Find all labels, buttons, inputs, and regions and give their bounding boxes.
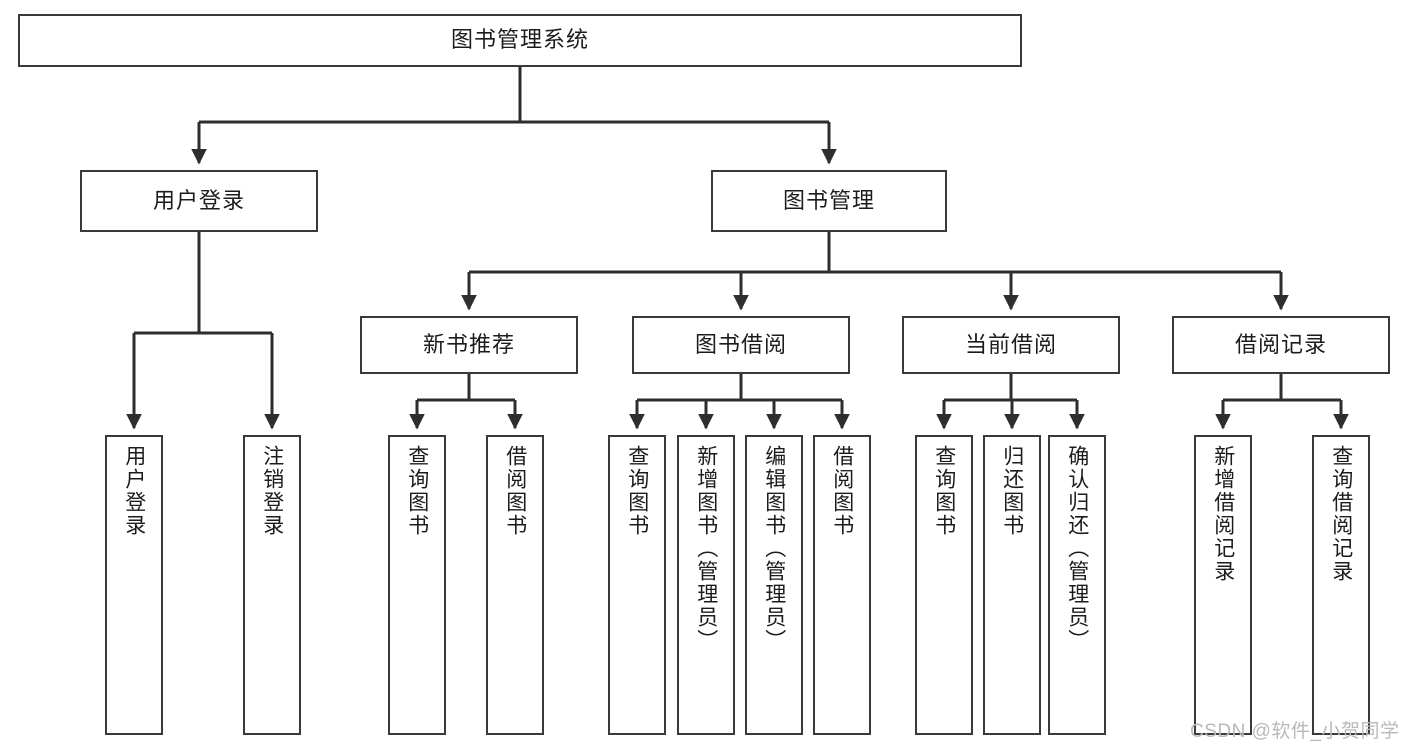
node-leaf-2[interactable]: 查询图书 bbox=[388, 435, 446, 735]
node-leaf-12[interactable]: 查询借阅记录 bbox=[1312, 435, 1370, 735]
node-leaf-9-label: 归还图书 bbox=[1000, 445, 1024, 537]
node-leaf-8-label: 查询图书 bbox=[932, 445, 956, 537]
node-leaf-6-label: 编辑图书（管理员） bbox=[762, 445, 786, 652]
node-level3-1-label: 图书借阅 bbox=[694, 331, 787, 357]
node-level3-2[interactable]: 当前借阅 bbox=[902, 316, 1120, 374]
node-leaf-4-label: 查询图书 bbox=[625, 445, 649, 537]
node-root[interactable]: 图书管理系统 bbox=[18, 14, 1022, 67]
node-level3-3[interactable]: 借阅记录 bbox=[1172, 316, 1390, 374]
node-level2-0[interactable]: 用户登录 bbox=[80, 170, 318, 232]
node-leaf-7[interactable]: 借阅图书 bbox=[813, 435, 871, 735]
node-leaf-3-label: 借阅图书 bbox=[503, 445, 527, 537]
node-root-label: 图书管理系统 bbox=[450, 27, 589, 53]
node-leaf-5[interactable]: 新增图书（管理员） bbox=[677, 435, 735, 735]
node-leaf-11[interactable]: 新增借阅记录 bbox=[1194, 435, 1252, 735]
node-leaf-3[interactable]: 借阅图书 bbox=[486, 435, 544, 735]
node-level3-0-label: 新书推荐 bbox=[422, 331, 515, 357]
node-leaf-0-label: 用户登录 bbox=[122, 445, 146, 537]
node-leaf-1-label: 注销登录 bbox=[260, 445, 284, 537]
node-leaf-6[interactable]: 编辑图书（管理员） bbox=[745, 435, 803, 735]
node-level2-1-label: 图书管理 bbox=[782, 187, 875, 213]
node-leaf-4[interactable]: 查询图书 bbox=[608, 435, 666, 735]
node-level2-0-label: 用户登录 bbox=[152, 187, 245, 213]
node-leaf-12-label: 查询借阅记录 bbox=[1329, 445, 1353, 583]
node-leaf-1[interactable]: 注销登录 bbox=[243, 435, 301, 735]
node-leaf-5-label: 新增图书（管理员） bbox=[694, 445, 718, 652]
node-leaf-10[interactable]: 确认归还（管理员） bbox=[1048, 435, 1106, 735]
node-leaf-9[interactable]: 归还图书 bbox=[983, 435, 1041, 735]
node-level3-1[interactable]: 图书借阅 bbox=[632, 316, 850, 374]
node-leaf-10-label: 确认归还（管理员） bbox=[1065, 445, 1089, 652]
node-leaf-2-label: 查询图书 bbox=[405, 445, 429, 537]
node-level2-1[interactable]: 图书管理 bbox=[711, 170, 947, 232]
node-level3-2-label: 当前借阅 bbox=[964, 331, 1057, 357]
node-leaf-0[interactable]: 用户登录 bbox=[105, 435, 163, 735]
node-level3-0[interactable]: 新书推荐 bbox=[360, 316, 578, 374]
node-leaf-8[interactable]: 查询图书 bbox=[915, 435, 973, 735]
node-level3-3-label: 借阅记录 bbox=[1234, 331, 1327, 357]
node-leaf-7-label: 借阅图书 bbox=[830, 445, 854, 537]
node-leaf-11-label: 新增借阅记录 bbox=[1211, 445, 1235, 583]
